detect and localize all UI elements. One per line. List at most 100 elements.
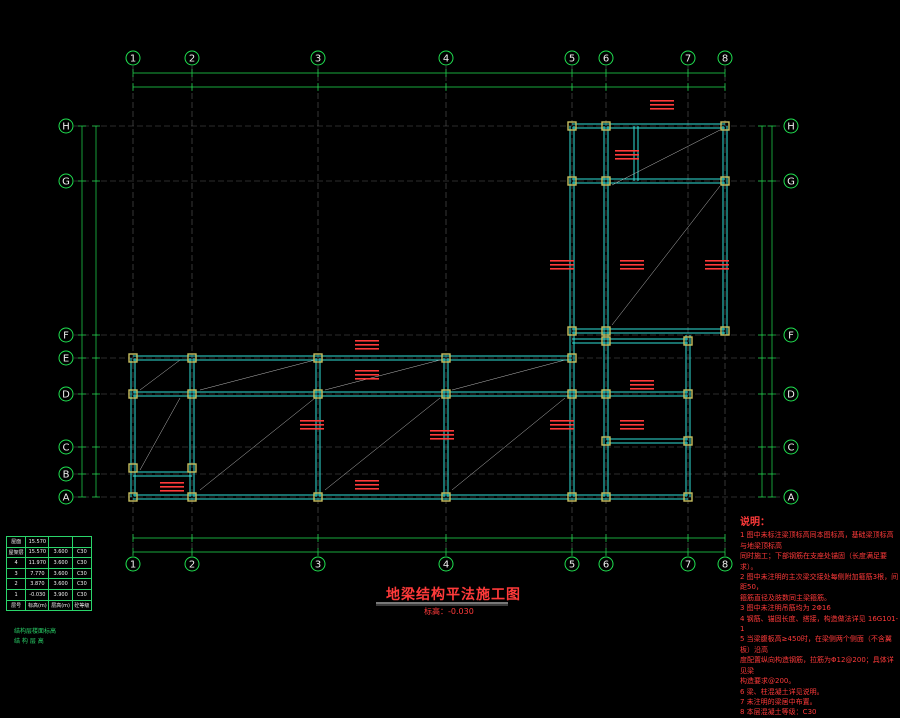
axis-bubble	[125, 556, 141, 572]
axis-bubble-label: H	[787, 122, 795, 133]
annotation-leaders	[139, 100, 729, 492]
column	[128, 463, 138, 473]
column	[601, 389, 611, 399]
notes-item: 度配置纵向构造钢筋，拉筋为Φ12@200；具体详见梁	[740, 656, 894, 675]
leader-line	[324, 359, 441, 391]
table-cell: 3.900	[48, 588, 73, 601]
leader-line	[324, 397, 441, 491]
axis-bubble-label: H	[62, 122, 70, 133]
annotation-text-mark	[300, 420, 324, 422]
leader-line	[451, 397, 566, 491]
leader-line	[199, 359, 316, 391]
axis-bubble	[783, 118, 799, 134]
table-cell: 屋面	[5, 536, 27, 548]
annotation-text-mark	[355, 344, 379, 346]
annotation-text-mark	[630, 388, 654, 390]
axis-bubble-label: 7	[685, 560, 691, 571]
table-cell: C30	[71, 588, 93, 601]
annotation-text-mark	[550, 268, 574, 270]
table-cell	[71, 536, 93, 548]
leader-line	[199, 397, 316, 491]
title-underline	[376, 602, 508, 606]
annotation-text-mark	[160, 486, 184, 488]
axis-grid-lines	[74, 66, 780, 555]
axis-bubble-label: 6	[603, 54, 609, 65]
beam-lines	[130, 123, 728, 500]
dimension-lines	[78, 69, 776, 556]
axis-bubble	[438, 556, 454, 572]
axis-bubble-label: 6	[603, 560, 609, 571]
annotation-text-mark	[300, 424, 324, 426]
annotation-text-mark	[355, 370, 379, 372]
column	[683, 389, 693, 399]
annotation-text-mark	[355, 348, 379, 350]
annotation-text-mark	[620, 428, 644, 430]
drawing-title: 地梁结构平法施工图	[386, 587, 521, 603]
axis-bubble	[717, 556, 733, 572]
axis-bubble	[184, 50, 200, 66]
axis-bubble-label: 8	[722, 54, 728, 65]
axis-bubble	[58, 118, 74, 134]
table-cell: 3.600	[48, 578, 73, 590]
axis-bubble	[783, 173, 799, 189]
axis-bubble	[58, 489, 74, 505]
column	[567, 492, 577, 502]
column	[567, 353, 577, 363]
annotation-text-mark	[550, 428, 574, 430]
column	[567, 176, 577, 186]
notes-item: 箍筋直径及肢数同主梁箍筋。	[740, 593, 831, 602]
axis-bubble-label: A	[788, 493, 795, 504]
table-cell: 屋架层	[5, 546, 27, 559]
axis-bubble-label: 8	[722, 560, 728, 571]
column	[720, 121, 730, 131]
axis-bubble	[58, 386, 74, 402]
column	[601, 176, 611, 186]
annotation-text-mark	[550, 260, 574, 262]
axis-bubble-label: F	[63, 331, 69, 342]
axis-bubble-label: 1	[130, 54, 136, 65]
axis-bubble	[717, 50, 733, 66]
axis-bubble	[598, 50, 614, 66]
annotation-text-mark	[630, 380, 654, 382]
axis-bubble	[184, 556, 200, 572]
axis-bubble-label: 2	[189, 54, 195, 65]
annotation-text-mark	[355, 480, 379, 482]
column	[601, 121, 611, 131]
annotation-text-mark	[355, 484, 379, 486]
axis-bubble-label: 4	[443, 54, 449, 65]
annotation-text-mark	[430, 434, 454, 436]
column	[128, 389, 138, 399]
annotation-text-mark	[615, 150, 639, 152]
column	[187, 389, 197, 399]
table-cell: C30	[71, 578, 93, 590]
annotation-text-mark	[650, 108, 674, 110]
table-cell: -0.030	[25, 588, 50, 601]
drawing-elevation: 标高：-0.030	[424, 607, 474, 616]
table-cell: 2	[5, 578, 27, 590]
column	[567, 326, 577, 336]
axis-bubble-label: D	[787, 390, 795, 401]
axis-bubble-label: 2	[189, 560, 195, 571]
annotation-text-mark	[300, 428, 324, 430]
table-cell: 1	[5, 588, 27, 601]
annotation-text-mark	[705, 264, 729, 266]
columns	[128, 121, 730, 502]
table-cell: 15.570	[25, 546, 50, 559]
column	[313, 492, 323, 502]
axis-bubble-label: A	[63, 493, 70, 504]
notes-panel: 说明： 1 图中未标注梁顶标高同本图标高，基础梁顶标高与地梁顶标高 同时施工；下…	[740, 517, 900, 718]
leader-line	[611, 129, 721, 186]
table-cell: 15.570	[25, 536, 50, 548]
notes-item: 1 图中未标注梁顶标高同本图标高，基础梁顶标高与地梁顶标高	[740, 531, 894, 550]
annotation-text-mark	[615, 154, 639, 156]
annotation-text-mark	[620, 260, 644, 262]
notes-item: 4 钢筋、锚固长度、搭接，构造做法详见 16G101-1	[740, 614, 899, 634]
annotation-text-mark	[550, 420, 574, 422]
annotation-text-mark	[550, 424, 574, 426]
table-caption-sub: 结 构 层 高	[14, 638, 44, 645]
